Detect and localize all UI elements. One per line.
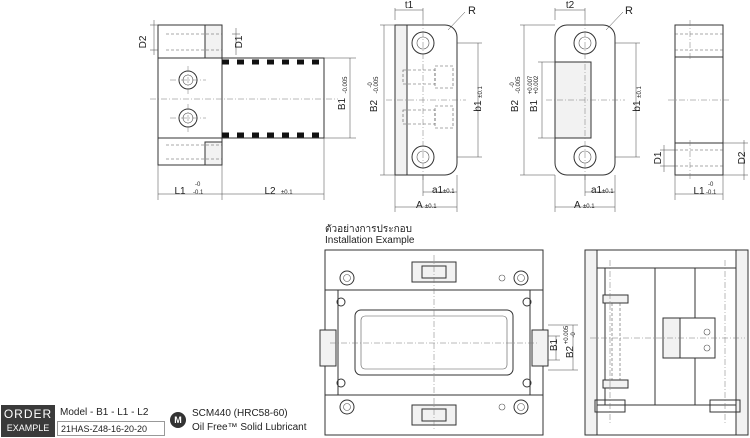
order-example-badge: ORDER EXAMPLE xyxy=(1,405,55,437)
side3-l1-tol-bot: -0.1 xyxy=(706,190,717,196)
install-b2-tol-top: +0.005 xyxy=(564,325,570,344)
side2-a-tol: ±0.1 xyxy=(583,204,595,210)
side1-a-label: A xyxy=(416,200,423,211)
installation-title: Installation Example xyxy=(325,235,415,246)
side1-a1-label: a1 xyxy=(432,185,444,196)
side2-a1-label: a1 xyxy=(591,185,603,196)
side1-b2-label: B2 xyxy=(369,99,380,112)
side1-b1-label: b1 xyxy=(473,100,484,112)
front-l1-label: L1 xyxy=(174,186,186,197)
front-b1-label: B1 xyxy=(337,97,348,110)
side3-l1-label: L1 xyxy=(693,186,705,197)
side2-b1-tol-top: +0.007 xyxy=(528,75,534,94)
side2-b2-tol-top: -0 xyxy=(510,82,516,88)
side2-a-label: A xyxy=(574,200,581,211)
installation-title-thai: ตัวอย่างการประกอบ xyxy=(325,224,413,235)
front-l2-tol: ±0.1 xyxy=(281,190,293,196)
install-b2-label: B2 xyxy=(565,345,576,358)
material-name: SCM440 (HRC58-60) xyxy=(192,408,288,419)
side2-b2-tol: -0.005 xyxy=(516,76,522,94)
side3-d2-label: D2 xyxy=(737,151,748,164)
side-view-1: t1 R B2 -0 -0.005 b1 ±0.1 a1 ±0.1 A ±0.1 xyxy=(368,0,484,212)
install-b1-label: B1 xyxy=(549,338,560,351)
side1-a-tol: ±0.1 xyxy=(425,204,437,210)
example-label: EXAMPLE xyxy=(6,423,50,433)
installation-section-view xyxy=(584,249,749,436)
side2-b1-tol-bot: +0.002 xyxy=(534,75,540,94)
lubricant-note: Oil Free™ Solid Lubricant xyxy=(192,422,307,433)
side1-b2-tol-top: -0 xyxy=(368,82,374,88)
side1-b1-tol: ±0.1 xyxy=(478,86,484,98)
side1-t1-label: t1 xyxy=(405,0,414,11)
order-example-code: 21HAS-Z48-16-20-20 xyxy=(57,421,165,436)
front-d1-label: D1 xyxy=(234,35,245,48)
side2-r-label: R xyxy=(625,5,633,17)
side2-t2-label: t2 xyxy=(566,0,575,11)
material-icon: M xyxy=(170,412,186,428)
side2-b1-small-tol: ±0.1 xyxy=(637,86,643,98)
side3-d1-label: D1 xyxy=(653,151,664,164)
front-d2-label: D2 xyxy=(138,35,149,48)
front-l2-label: L2 xyxy=(264,186,276,197)
front-l1-tol-bot: -0.1 xyxy=(193,190,204,196)
order-label: ORDER xyxy=(3,407,53,421)
installation-mold-view: B1 B2 +0.005 -0 xyxy=(319,249,578,436)
side2-b1-small-label: b1 xyxy=(632,100,643,112)
side3-l1-tol-top: -0 xyxy=(708,182,714,188)
side1-a1-tol: ±0.1 xyxy=(443,189,455,195)
front-l1-tol-top: -0 xyxy=(195,182,201,188)
side2-b1-label: B1 xyxy=(529,99,540,112)
side1-r-label: R xyxy=(468,5,476,17)
install-b2-tol-bot: -0 xyxy=(571,332,577,338)
front-b1-tol: -0.005 xyxy=(343,76,349,94)
side2-b2-label: B2 xyxy=(510,99,521,112)
model-format: Model - B1 - L1 - L2 xyxy=(60,407,149,418)
side1-b2-tol: -0.005 xyxy=(374,76,380,94)
side-view-3: D1 D2 L1 -0 -0.1 xyxy=(653,20,748,200)
front-view: D2 D1 B1 -0.005 L1 -0 -0.1 L2 ±0.1 xyxy=(138,20,356,200)
side2-a1-tol: ±0.1 xyxy=(602,189,614,195)
side-view-2: t2 R B2 -0 -0.005 B1 +0.007 +0.002 b1 ±0… xyxy=(510,0,643,212)
